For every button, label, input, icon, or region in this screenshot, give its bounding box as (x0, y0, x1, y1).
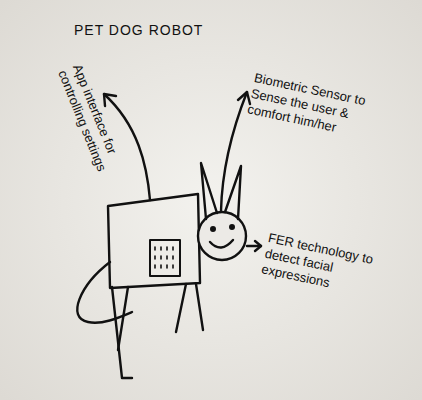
arrow-head (104, 94, 116, 106)
leader-line (221, 92, 247, 211)
left-ear (201, 163, 217, 219)
leg (112, 287, 132, 378)
body-screen (150, 240, 180, 276)
annotation-note: FER technology to detect facial expressi… (260, 230, 407, 306)
robot-body (108, 194, 200, 288)
arrow-head (255, 241, 261, 251)
annotation-note: App interface for controlling settings (54, 62, 128, 183)
leg (196, 284, 203, 330)
leg (176, 284, 186, 332)
leg (118, 287, 128, 350)
right-ear (225, 166, 241, 219)
annotation-note: Biometric Sensor to Sense the user & com… (246, 70, 393, 146)
eye (211, 227, 215, 231)
screen-dots (155, 247, 173, 268)
tail (77, 262, 132, 323)
sketch-title: PET DOG ROBOT (74, 22, 203, 38)
smile (210, 240, 233, 248)
eye (230, 225, 234, 229)
